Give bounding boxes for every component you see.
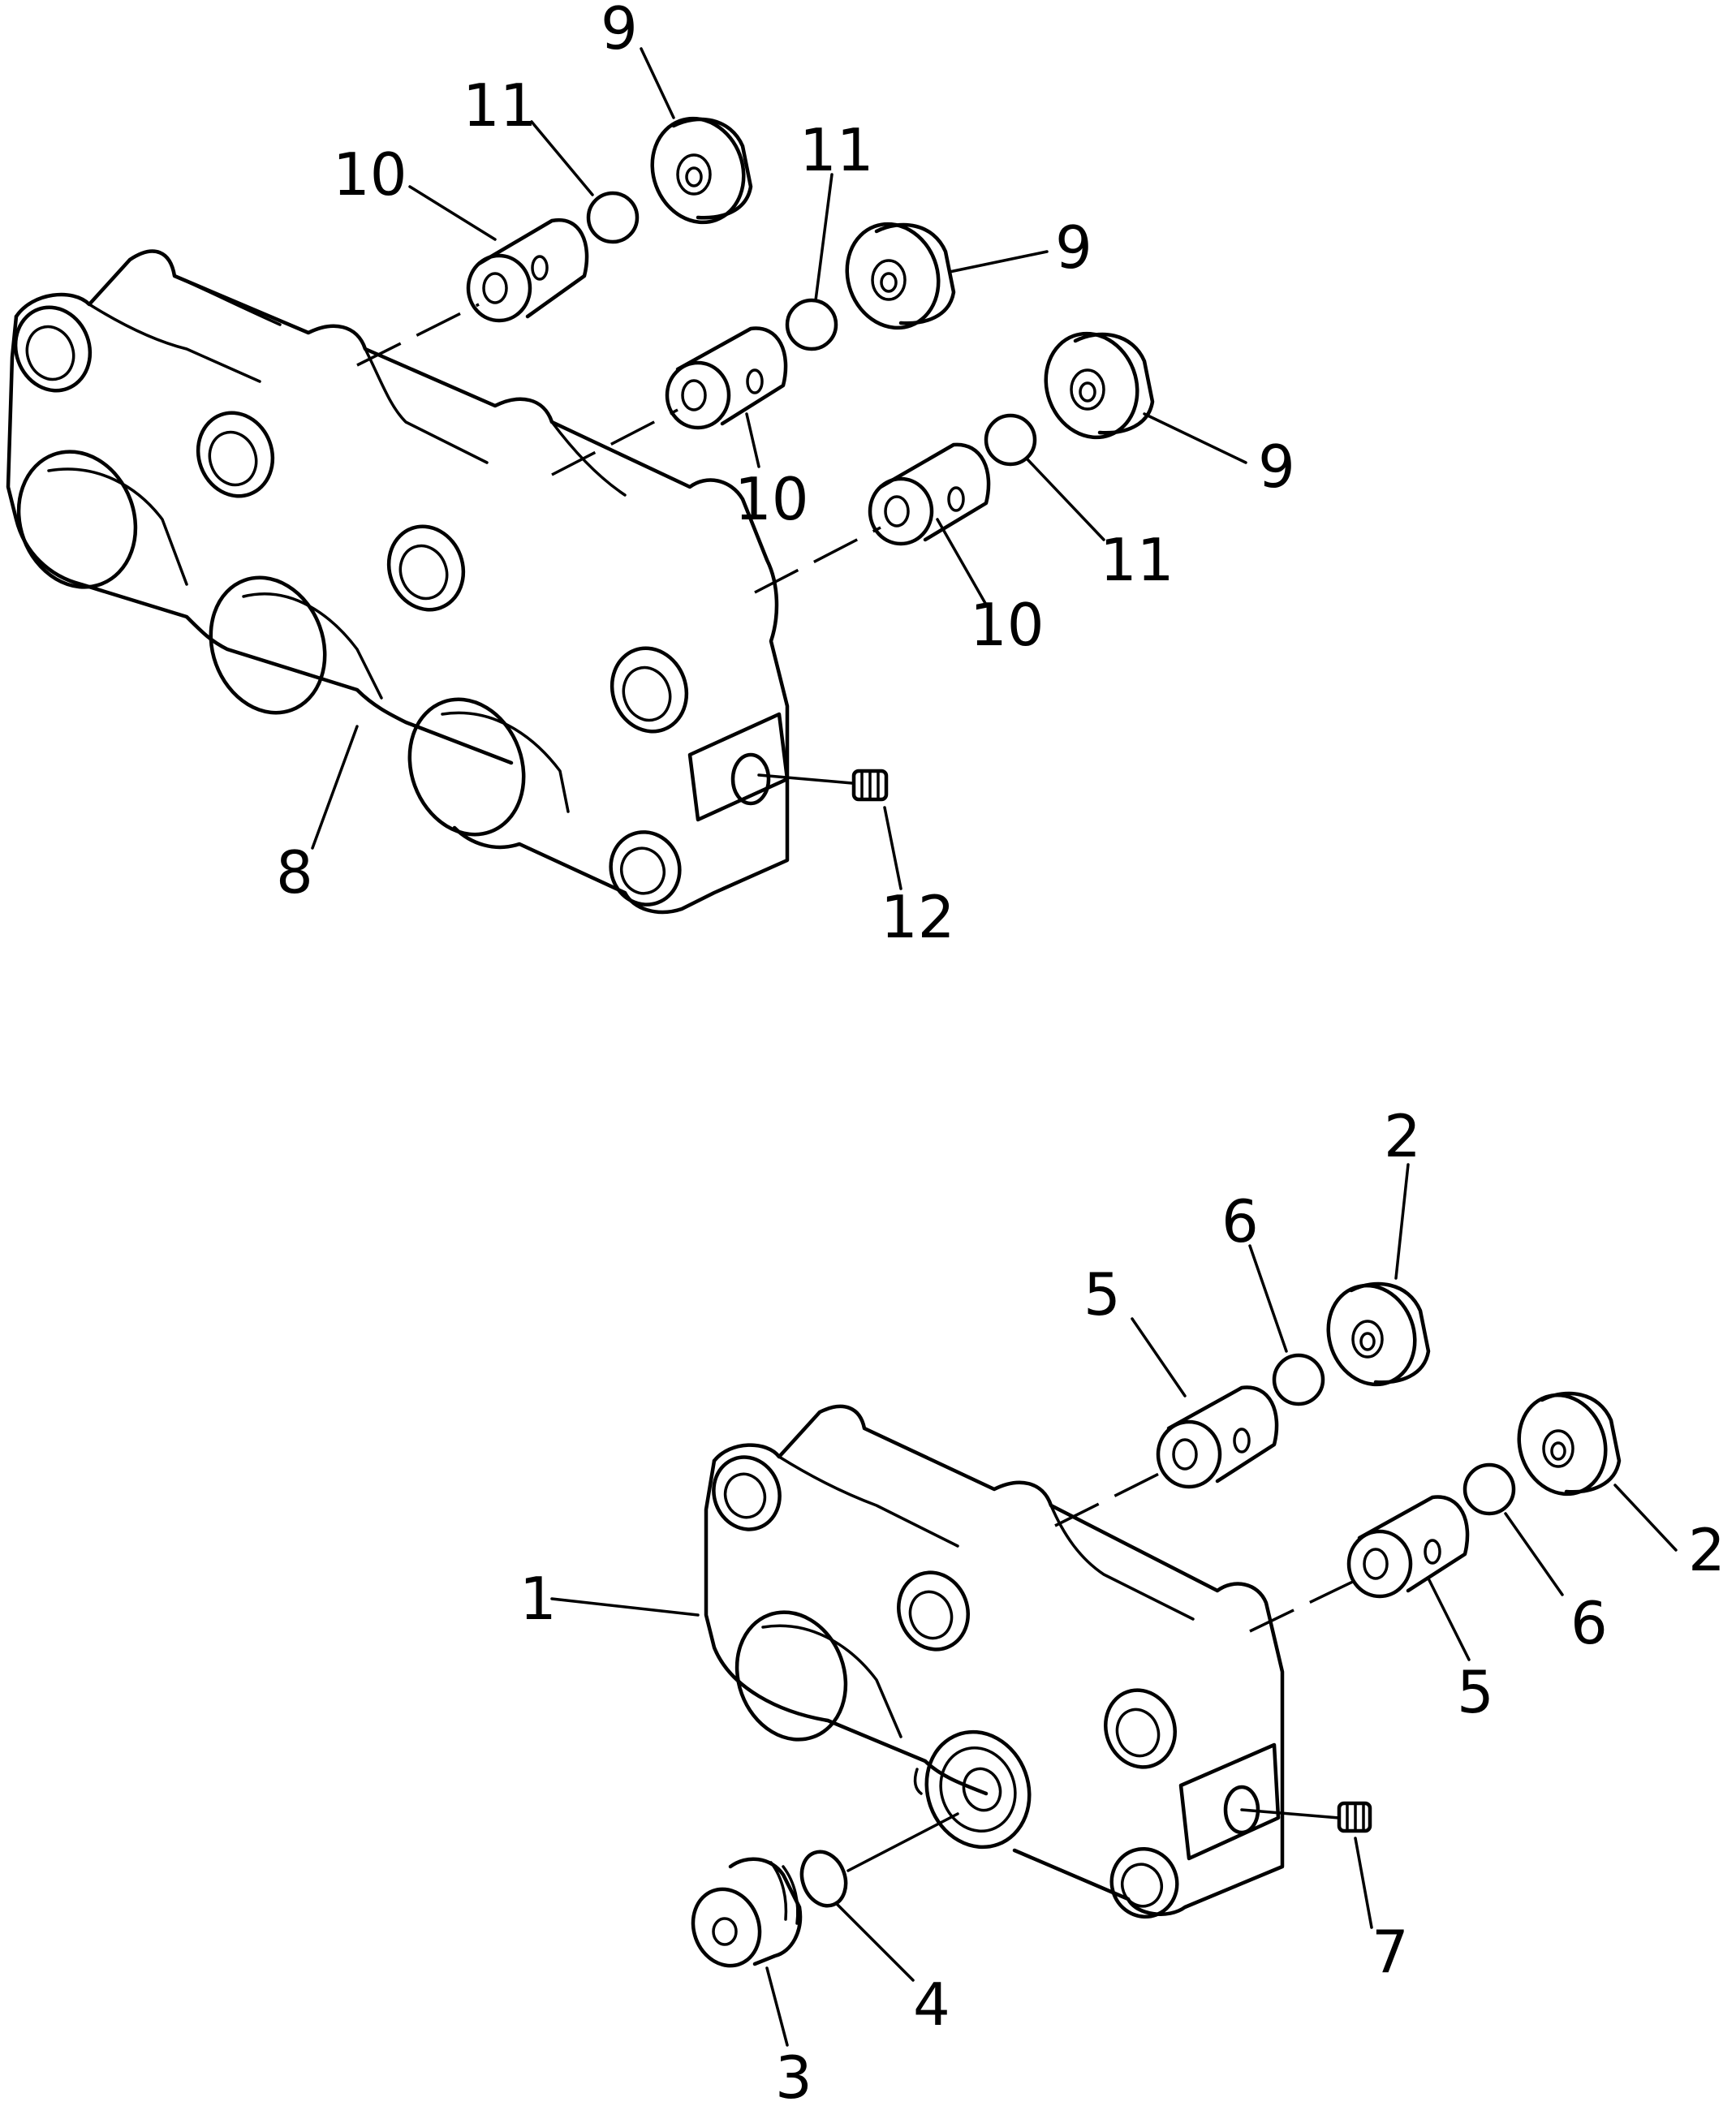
label-5a: 5 — [1083, 1260, 1121, 1329]
label-4: 4 — [913, 1970, 950, 2039]
plug-2b — [1517, 1391, 1622, 1497]
plug-3 — [691, 1857, 803, 1968]
label-9c: 9 — [1258, 433, 1295, 501]
plug-9b — [845, 222, 956, 330]
lower-leader-lines — [550, 1163, 1678, 2047]
sleeve-10b — [665, 326, 788, 430]
label-6b: 6 — [1570, 1589, 1608, 1657]
upper-axis-lines — [356, 303, 881, 785]
label-11b: 11 — [799, 116, 874, 184]
plug-9c — [1044, 331, 1155, 440]
label-2a: 2 — [1384, 1102, 1421, 1170]
label-8: 8 — [276, 838, 313, 907]
ball-11b — [785, 298, 838, 351]
sleeve-5a — [1156, 1385, 1279, 1489]
sleeve-5b — [1346, 1495, 1470, 1599]
label-5b: 5 — [1457, 1658, 1494, 1726]
label-10b: 10 — [734, 465, 809, 533]
sleeve-10c — [868, 442, 991, 546]
plug-2a — [1326, 1281, 1431, 1387]
valve-body-8 — [6, 249, 790, 915]
sleeve-10a — [466, 217, 589, 323]
valve-body-1 — [704, 1404, 1285, 1919]
set-screw-7 — [1337, 1801, 1372, 1833]
upper-leader-lines — [311, 47, 1247, 890]
o-ring-4 — [799, 1850, 848, 1908]
plug-9a — [650, 116, 753, 225]
label-12: 12 — [881, 883, 955, 951]
ball-6b — [1462, 1462, 1516, 1516]
label-6a: 6 — [1221, 1187, 1259, 1255]
upper-assembly: 9 11 10 11 9 10 9 11 10 8 12 — [6, 0, 1295, 951]
set-screw-12 — [851, 769, 889, 802]
ball-11a — [586, 191, 640, 244]
label-2b: 2 — [1688, 1516, 1725, 1584]
label-9a: 9 — [601, 0, 638, 62]
label-10c: 10 — [970, 591, 1045, 659]
lower-axis-lines — [846, 1467, 1360, 1872]
label-7: 7 — [1372, 1918, 1409, 1986]
ball-6a — [1272, 1353, 1325, 1406]
label-9b: 9 — [1055, 213, 1092, 282]
label-11a: 11 — [463, 71, 537, 140]
label-11c: 11 — [1100, 526, 1174, 594]
label-10a: 10 — [333, 140, 407, 209]
ball-11c — [984, 413, 1037, 467]
label-3: 3 — [775, 2044, 812, 2106]
label-1: 1 — [519, 1565, 557, 1633]
lower-assembly: 2 6 5 2 6 5 1 7 4 3 — [519, 1102, 1725, 2106]
